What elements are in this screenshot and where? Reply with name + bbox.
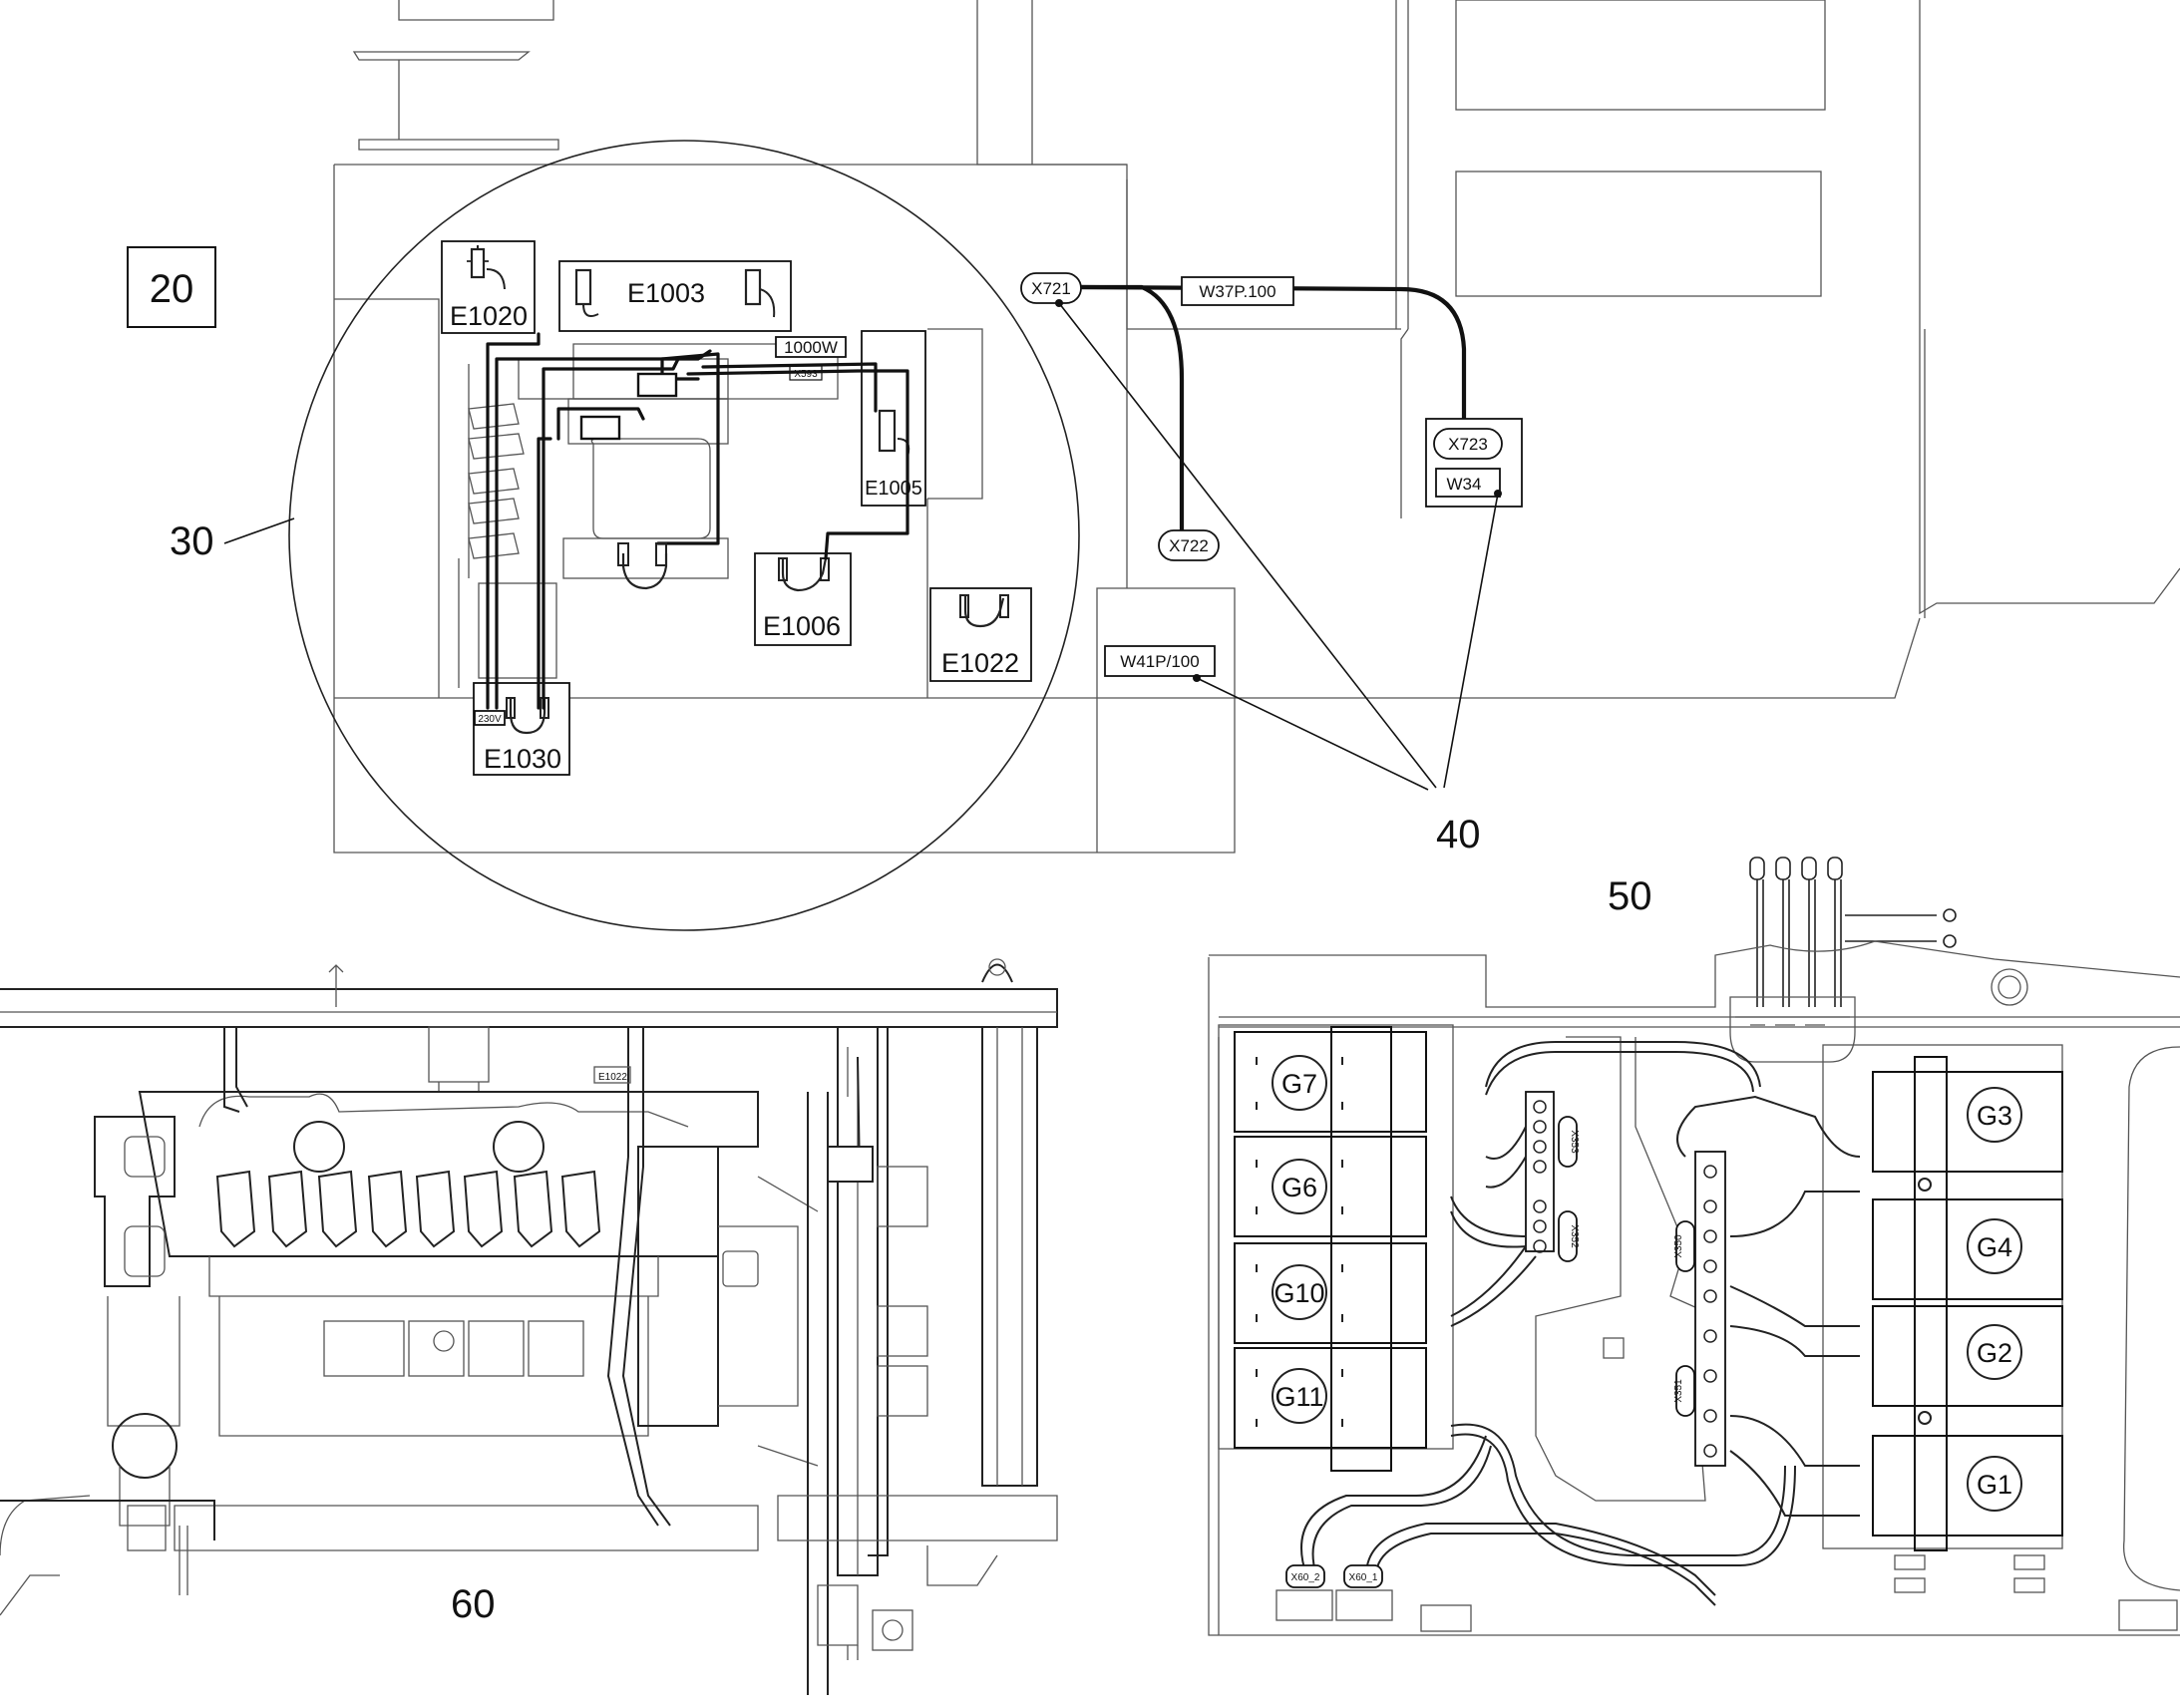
gen-left-column: G7 G6 G10 G11 xyxy=(1234,1026,1427,1472)
heater-cables xyxy=(486,332,909,710)
power-1000w-label: 1000W xyxy=(784,338,838,357)
w41p100-label: W41P/100 xyxy=(1120,652,1199,671)
gen-g4-label: G4 xyxy=(1977,1232,2012,1262)
x352-label: X352 xyxy=(1569,1224,1580,1248)
gen-g1-label: G1 xyxy=(1977,1470,2012,1500)
heater-e1030: 230V E1030 xyxy=(473,682,570,776)
x350-label: X350 xyxy=(1673,1234,1684,1258)
gen-g7-label: G7 xyxy=(1281,1069,1317,1099)
connector-x722: X722 xyxy=(1158,529,1220,561)
detail-circle xyxy=(288,140,1080,931)
engine-block xyxy=(138,1091,759,1437)
callout-20: 20 xyxy=(127,246,216,328)
connector-w37p100: W37P.100 xyxy=(1181,276,1294,306)
e1020-label: E1020 xyxy=(450,301,528,331)
tag-x351: X351 xyxy=(1673,1365,1695,1417)
voltage-230v-label: 230V xyxy=(478,714,502,725)
e1022-label: E1022 xyxy=(941,648,1019,678)
x593-label: X593 xyxy=(794,369,818,380)
heater-e1020: E1020 xyxy=(441,240,536,334)
heater-e1005: E1005 xyxy=(861,330,926,507)
callout-60-text: 60 xyxy=(451,1582,496,1626)
connector-x723-w34: X723 W34 xyxy=(1425,418,1523,508)
gen-g11-label: G11 xyxy=(1274,1382,1323,1412)
callout-50-text: 50 xyxy=(1608,874,1652,918)
gen-g2-label: G2 xyxy=(1977,1338,2012,1368)
e1006-label: E1006 xyxy=(763,611,841,641)
connector-w41p100: W41P/100 xyxy=(1104,645,1216,677)
x60-1-label: X60_1 xyxy=(1349,1572,1378,1583)
x60-2-label: X60_2 xyxy=(1291,1572,1320,1583)
x723-label: X723 xyxy=(1448,435,1488,454)
gen-g6-label: G6 xyxy=(1281,1173,1317,1202)
x721-label: X721 xyxy=(1031,279,1071,298)
connector-network: X721 W37P.100 X722 X723 W34 W41P/100 40 xyxy=(1020,272,1523,856)
power-tag: 1000W xyxy=(775,336,847,358)
w34-label: W34 xyxy=(1447,475,1482,494)
callout-30: 30 xyxy=(170,517,295,563)
engine-frame: 60 xyxy=(0,958,1058,1695)
tag-x352: X352 xyxy=(1558,1210,1580,1262)
x351-label: X351 xyxy=(1673,1379,1684,1403)
x353-label: X353 xyxy=(1569,1130,1580,1154)
heater-e1022: E1022 xyxy=(929,587,1032,682)
callout-40-text: 40 xyxy=(1436,813,1481,856)
tag-x353: X353 xyxy=(1558,1116,1580,1168)
heater-e1006: E1006 xyxy=(754,552,852,646)
e1003-label: E1003 xyxy=(627,278,705,308)
e1005-label: E1005 xyxy=(865,478,922,500)
connector-x721: X721 xyxy=(1020,272,1082,304)
callout-20-text: 20 xyxy=(150,267,194,311)
tag-x350: X350 xyxy=(1673,1220,1695,1272)
generator-bay: 50 xyxy=(1208,856,2180,1636)
callout-30-text: 30 xyxy=(170,519,214,563)
engine-right-frame xyxy=(637,1026,1058,1695)
heater-e1003: E1003 xyxy=(558,260,792,332)
engine-e-tag: E1022 xyxy=(598,1072,627,1083)
gen-g3-label: G3 xyxy=(1977,1101,2012,1131)
x722-label: X722 xyxy=(1169,536,1209,555)
gen-right-column: G3 G4 G2 G1 xyxy=(1872,1056,2063,1551)
terminal-strips: X353 X352 X350 X351 xyxy=(1525,1091,1726,1467)
connector-x60: X60_2 X60_1 xyxy=(1275,1564,1472,1632)
gen-g10-label: G10 xyxy=(1273,1278,1324,1308)
w37p100-label: W37P.100 xyxy=(1199,282,1275,301)
e1030-label: E1030 xyxy=(484,744,561,774)
engine-front xyxy=(0,1116,759,1616)
